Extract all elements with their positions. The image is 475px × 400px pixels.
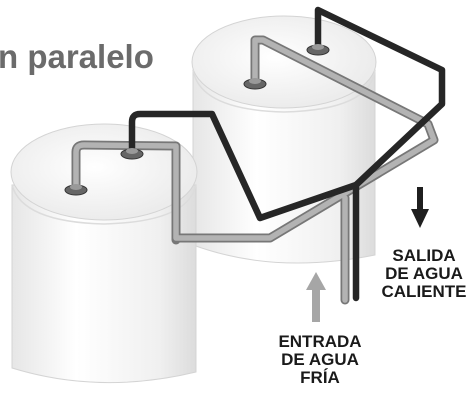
hot-label-line-2: DE AGUA [385, 264, 463, 283]
cold-water-arrow-icon [306, 272, 326, 322]
hot-water-arrow-icon [411, 187, 429, 228]
cold-label-line-1: ENTRADA [278, 332, 362, 351]
diagram-title: n paralelo [0, 38, 154, 75]
cold-water-inlet-label: ENTRADA DE AGUA FRÍA [270, 333, 370, 387]
cold-water-pipe [71, 35, 439, 305]
hot-label-line-3: CALIENTE [381, 282, 467, 301]
hot-label-line-1: SALIDA [392, 246, 456, 265]
fitting-right-hot [306, 44, 330, 56]
left-tank [10, 123, 198, 384]
cold-label-line-2: DE AGUA [281, 350, 359, 369]
fitting-left-cold [64, 184, 88, 196]
hot-water-outlet-label: SALIDA DE AGUA CALIENTE [378, 247, 470, 301]
pipe-fittings [64, 44, 330, 196]
fitting-left-hot [120, 148, 144, 160]
cold-label-line-3: FRÍA [300, 368, 340, 387]
right-tank [191, 15, 377, 264]
hot-water-pipe [128, 6, 446, 302]
fitting-right-cold [243, 78, 267, 90]
